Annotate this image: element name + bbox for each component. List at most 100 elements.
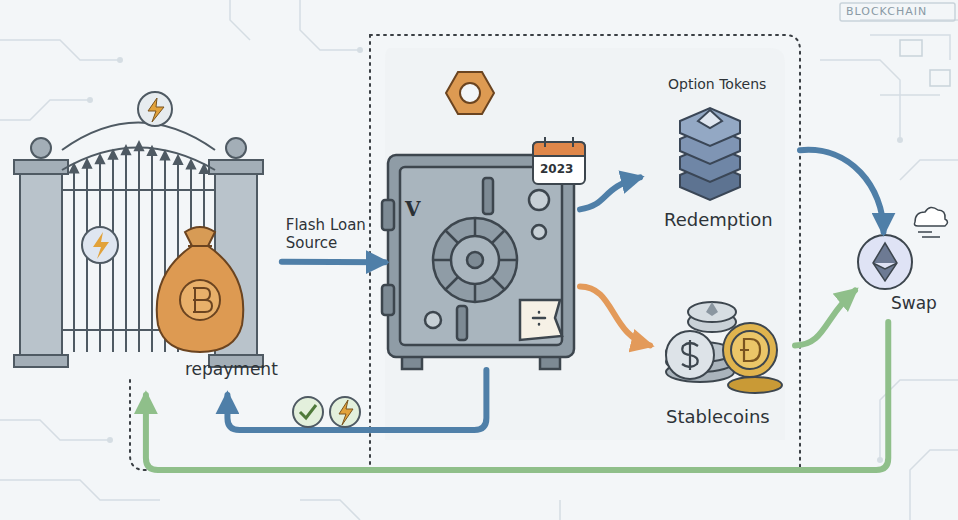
- node-caption: Redemption: [664, 210, 773, 231]
- drawing-part: [0, 40, 120, 60]
- drawing-part: [880, 380, 958, 460]
- drawing-part: [897, 137, 903, 143]
- gate-illustration: [14, 123, 263, 368]
- drawing-part: [87, 97, 93, 103]
- drawing-part: [357, 47, 363, 53]
- node-label: repayment: [185, 360, 278, 380]
- drawing-part: [680, 108, 740, 146]
- drawing-part: [0, 420, 110, 440]
- drawing-part: [230, 0, 250, 40]
- drawing-part: [840, 3, 955, 86]
- drawing-part: [382, 200, 394, 230]
- drawing-part: [559, 500, 561, 520]
- vault-node: V: [385, 150, 580, 370]
- drawing-part: [339, 400, 353, 425]
- drawing-part: [706, 302, 718, 316]
- drawing-part: [723, 323, 777, 377]
- drawing-part: [188, 245, 212, 247]
- drawing-part: [914, 207, 947, 226]
- node-label: Option Tokens: [668, 76, 766, 92]
- drawing-part: [14, 160, 68, 174]
- node-label: V: [405, 198, 421, 221]
- drawing-part: [910, 450, 958, 520]
- drawing-part: [161, 151, 169, 159]
- drawing-part: [460, 83, 480, 103]
- drawing-part: [451, 236, 499, 284]
- drawing-part: [300, 405, 316, 418]
- flow-arrow: [146, 322, 888, 470]
- edge-label: Flash Loan Source: [286, 216, 378, 252]
- drawing-part: [483, 178, 493, 214]
- drawing-part: [900, 40, 922, 56]
- drawing-part: [70, 164, 78, 172]
- flow-arrow: [800, 150, 884, 232]
- drawing-part: [82, 227, 118, 263]
- node-label: Stablecoins: [666, 407, 770, 428]
- drawing-part: [533, 312, 545, 325]
- drawing-part: [728, 377, 782, 393]
- swap-node: Swap: [855, 232, 950, 322]
- drawing-part: [385, 48, 785, 440]
- drawing-part: [858, 235, 912, 289]
- drawing-part: [157, 227, 244, 352]
- drawing-part: [180, 280, 220, 320]
- drawing-part: [130, 35, 800, 470]
- watermark: BLOCKCHAIN: [846, 5, 927, 18]
- token-stack-node: Option TokensRedemption: [640, 72, 800, 242]
- flow-arrow: [580, 286, 650, 345]
- drawing-part: [330, 397, 360, 427]
- flow-arrow: [795, 291, 855, 346]
- drawing-part: [135, 142, 143, 150]
- drawing-part: [62, 123, 215, 151]
- drawing-part: [174, 156, 182, 164]
- drawing-part: [87, 47, 903, 463]
- drawing-part: [873, 243, 897, 281]
- drawing-part: [467, 252, 483, 268]
- calendar-year: 2023: [540, 162, 573, 176]
- drawing-part: [533, 142, 585, 184]
- drawing-part: [520, 300, 562, 340]
- drawing-part: [187, 161, 195, 169]
- drawing-part: [433, 218, 517, 302]
- drawing-part: [545, 137, 573, 147]
- drawing-part: [138, 92, 172, 126]
- drawing-part: [125, 152, 127, 352]
- drawing-part: [930, 70, 950, 86]
- drawing-part: [900, 160, 958, 180]
- drawing-part: [96, 155, 104, 163]
- drawing-part: [388, 155, 574, 357]
- drawing-part: [877, 457, 883, 463]
- drawing-part: [83, 160, 91, 168]
- drawing-part: [688, 302, 736, 322]
- drawing-part: [369, 35, 371, 470]
- drawing-part: [148, 147, 156, 155]
- drawing-part: [185, 227, 215, 246]
- drawing-part: [0, 100, 90, 120]
- flow-arrow: [580, 177, 640, 209]
- drawing-part: [109, 151, 117, 159]
- drawing-part: [880, 94, 940, 96]
- drawing-part: [740, 339, 760, 361]
- drawing-part: [200, 165, 208, 173]
- drawing-part: [533, 137, 585, 184]
- drawing-part: [31, 138, 51, 158]
- stablecoin-node: Stablecoins: [650, 295, 795, 435]
- drawing-part: [820, 60, 900, 140]
- drawing-part: [370, 35, 800, 470]
- drawing-part: [446, 72, 494, 114]
- drawing-part: [93, 232, 109, 259]
- drawing-part: [73, 170, 75, 352]
- drawing-part: [226, 138, 246, 158]
- drawing-part: [148, 98, 164, 122]
- drawing-part: [533, 142, 585, 156]
- drawing-part: [682, 340, 698, 370]
- gate-node: repayment: [10, 85, 282, 395]
- drawing-part: [400, 167, 562, 345]
- drawing-part: [433, 218, 517, 302]
- drawing-part: [122, 146, 130, 154]
- drawing-part: [918, 232, 940, 237]
- drawing-part: [840, 3, 955, 21]
